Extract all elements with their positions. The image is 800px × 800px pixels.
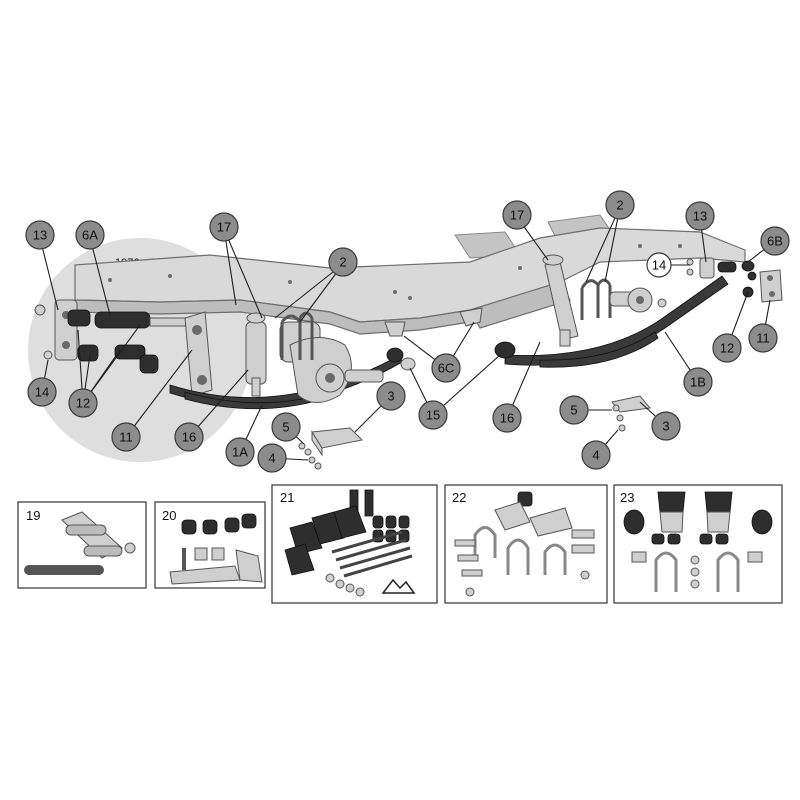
- svg-text:17: 17: [217, 220, 231, 235]
- callout-6c[interactable]: 6C: [431, 353, 461, 383]
- svg-text:4: 4: [592, 448, 599, 463]
- kit-box-23[interactable]: 23: [613, 484, 783, 604]
- callout-2-right[interactable]: 2: [605, 190, 635, 220]
- kit-label-19: 19: [26, 508, 40, 523]
- callout-13-left[interactable]: 13: [25, 220, 55, 250]
- callout-1b[interactable]: 1B: [683, 367, 713, 397]
- callout-16-right[interactable]: 16: [492, 403, 522, 433]
- callout-1a[interactable]: 1A: [225, 437, 255, 467]
- svg-text:12: 12: [76, 396, 90, 411]
- svg-text:5: 5: [570, 403, 577, 418]
- rear-axle: [580, 278, 667, 320]
- callout-15[interactable]: 15: [418, 400, 448, 430]
- svg-text:16: 16: [182, 430, 196, 445]
- svg-text:1B: 1B: [690, 375, 706, 390]
- kit-box-20[interactable]: 20: [154, 501, 266, 589]
- spring-plate-left: [298, 427, 364, 470]
- left-shackle-assembly: [34, 299, 213, 397]
- rear-shackle-assembly: [686, 257, 783, 303]
- rear-shock: [542, 254, 579, 347]
- svg-text:2: 2: [339, 255, 346, 270]
- callout-5-left[interactable]: 5: [271, 412, 301, 442]
- callout-3-right[interactable]: 3: [651, 411, 681, 441]
- svg-text:6A: 6A: [82, 228, 98, 243]
- callout-4-right[interactable]: 4: [581, 440, 611, 470]
- svg-text:12: 12: [720, 341, 734, 356]
- callout-4-left[interactable]: 4: [257, 443, 287, 473]
- kit-label-20: 20: [162, 508, 176, 523]
- callout-17-left[interactable]: 17: [209, 212, 239, 242]
- callout-11-right[interactable]: 11: [748, 323, 778, 353]
- svg-text:14: 14: [652, 258, 666, 273]
- kit-label-21: 21: [280, 490, 294, 505]
- callout-5-right[interactable]: 5: [559, 395, 589, 425]
- svg-text:17: 17: [510, 208, 524, 223]
- kit-label-23: 23: [620, 490, 634, 505]
- callout-12-right[interactable]: 12: [712, 333, 742, 363]
- kit-box-19[interactable]: 19: [17, 501, 147, 589]
- front-shock: [245, 312, 267, 397]
- svg-text:6B: 6B: [767, 234, 783, 249]
- spring-eye-bushing-front: [386, 347, 416, 371]
- svg-text:3: 3: [387, 389, 394, 404]
- callout-12-left[interactable]: 12: [68, 388, 98, 418]
- svg-text:11: 11: [756, 331, 770, 346]
- svg-text:5: 5: [282, 420, 289, 435]
- svg-text:13: 13: [693, 209, 707, 224]
- svg-text:15: 15: [426, 408, 440, 423]
- callout-14-left[interactable]: 14: [27, 377, 57, 407]
- svg-text:13: 13: [33, 228, 47, 243]
- callout-14-right[interactable]: 14: [646, 252, 672, 278]
- kit-box-22[interactable]: 22: [444, 484, 608, 604]
- svg-text:2: 2: [616, 198, 623, 213]
- callout-11-left[interactable]: 11: [111, 422, 141, 452]
- svg-text:16: 16: [500, 411, 514, 426]
- callout-2-left[interactable]: 2: [328, 247, 358, 277]
- leaf-spring-1b: [494, 275, 729, 368]
- callout-3-left[interactable]: 3: [376, 381, 406, 411]
- kit-label-22: 22: [452, 490, 466, 505]
- callout-17-right[interactable]: 17: [502, 200, 532, 230]
- svg-text:6C: 6C: [438, 361, 455, 376]
- callout-13-right[interactable]: 13: [685, 201, 715, 231]
- svg-text:3: 3: [662, 419, 669, 434]
- front-axle: [279, 311, 384, 403]
- svg-text:14: 14: [35, 385, 49, 400]
- leader-lines: [39, 206, 776, 461]
- frame-rail: [74, 227, 746, 337]
- svg-text:4: 4: [268, 451, 275, 466]
- callout-16-left[interactable]: 16: [174, 422, 204, 452]
- svg-text:1A: 1A: [232, 445, 248, 460]
- spring-plate-right: [611, 395, 651, 432]
- callout-6b[interactable]: 6B: [760, 226, 790, 256]
- kit-box-21[interactable]: 21: [271, 484, 438, 604]
- callout-6a[interactable]: 6A: [75, 220, 105, 250]
- svg-text:11: 11: [119, 430, 133, 445]
